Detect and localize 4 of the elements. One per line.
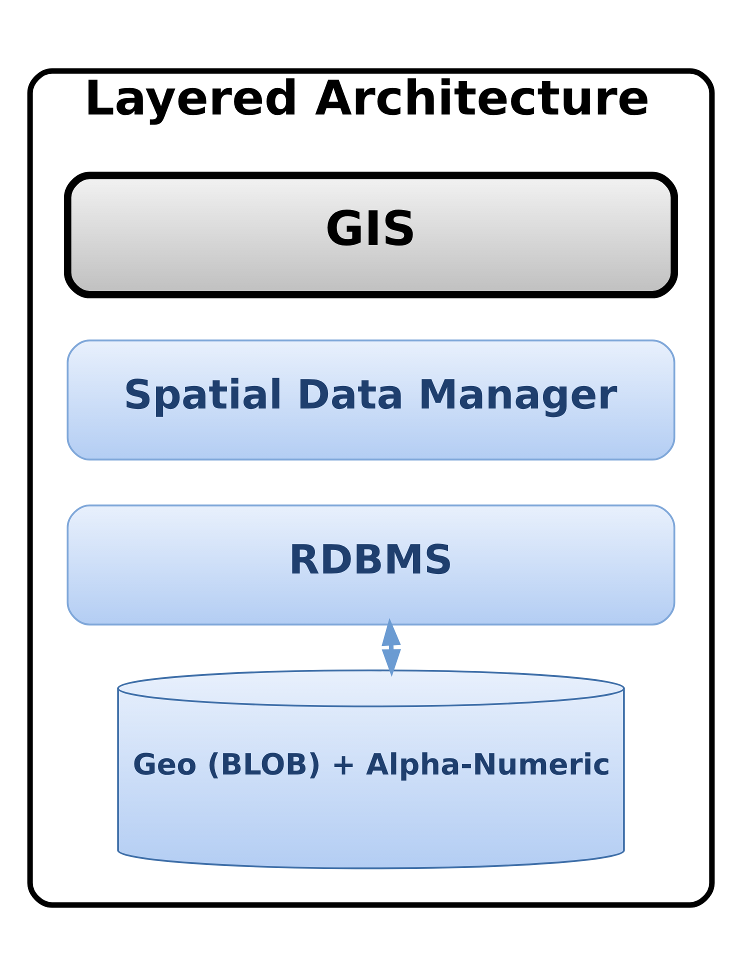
node-box: RDBMS — [66, 504, 676, 625]
node-box: Spatial Data Manager — [66, 339, 676, 460]
arrow — [382, 617, 401, 676]
node-box: GIS — [64, 171, 678, 298]
